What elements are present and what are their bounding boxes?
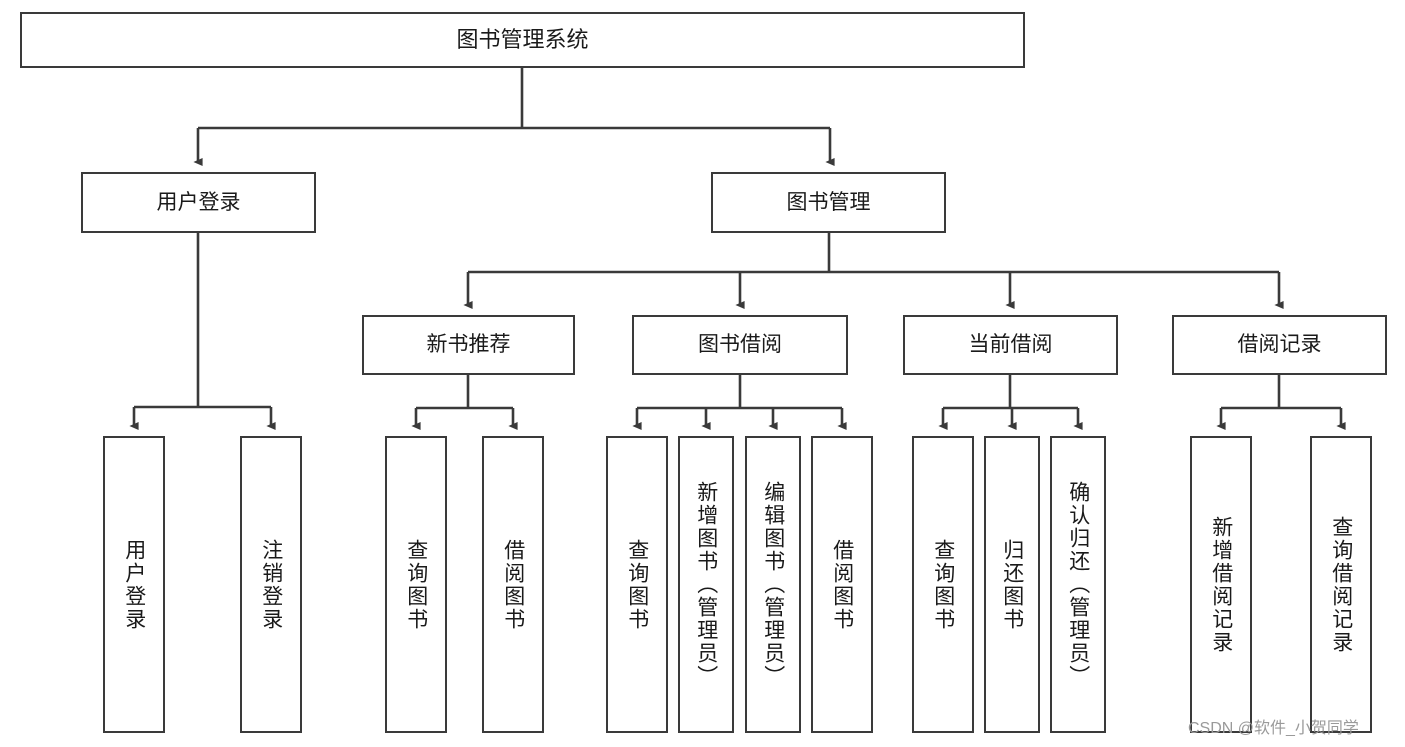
- node-leaf[interactable]: 新增图书（管理员）: [678, 436, 734, 733]
- node-level3[interactable]: 新书推荐: [362, 315, 575, 375]
- node-leaf[interactable]: 借阅图书: [811, 436, 873, 733]
- node-label: 编辑图书（管理员）: [761, 481, 785, 688]
- node-leaf[interactable]: 归还图书: [984, 436, 1040, 733]
- node-leaf[interactable]: 确认归还（管理员）: [1050, 436, 1106, 733]
- node-leaf[interactable]: 查询图书: [912, 436, 974, 733]
- node-label: 借阅图书: [501, 538, 525, 631]
- node-leaf[interactable]: 查询借阅记录: [1310, 436, 1372, 733]
- node-label: 查询借阅记录: [1329, 515, 1353, 654]
- node-leaf[interactable]: 借阅图书: [482, 436, 544, 733]
- node-leaf[interactable]: 新增借阅记录: [1190, 436, 1252, 733]
- node-label: 新增图书（管理员）: [694, 481, 718, 688]
- node-label: 用户登录: [122, 538, 146, 631]
- node-leaf[interactable]: 查询图书: [385, 436, 447, 733]
- node-level3[interactable]: 借阅记录: [1172, 315, 1387, 375]
- node-label: 用户登录: [156, 190, 241, 214]
- node-label: 借阅图书: [830, 538, 854, 631]
- node-level3[interactable]: 当前借阅: [903, 315, 1118, 375]
- node-label: 查询图书: [404, 538, 428, 631]
- node-leaf[interactable]: 查询图书: [606, 436, 668, 733]
- node-leaf[interactable]: 注销登录: [240, 436, 302, 733]
- node-leaf[interactable]: 编辑图书（管理员）: [745, 436, 801, 733]
- node-label: 新增借阅记录: [1209, 515, 1233, 654]
- node-root[interactable]: 图书管理系统: [20, 12, 1025, 68]
- node-label: 图书管理: [786, 190, 871, 214]
- node-label: 图书管理系统: [456, 26, 589, 52]
- node-label: 新书推荐: [426, 333, 511, 357]
- watermark: CSDN @软件_小贺同学: [1188, 720, 1359, 737]
- node-label: 当前借阅: [968, 333, 1053, 357]
- node-label: 查询图书: [931, 538, 955, 631]
- node-label: 确认归还（管理员）: [1066, 481, 1090, 688]
- node-label: 借阅记录: [1237, 333, 1322, 357]
- node-level3[interactable]: 图书借阅: [632, 315, 848, 375]
- node-leaf[interactable]: 用户登录: [103, 436, 165, 733]
- node-label: 查询图书: [625, 538, 649, 631]
- node-level2[interactable]: 用户登录: [81, 172, 316, 233]
- node-level2[interactable]: 图书管理: [711, 172, 946, 233]
- node-label: 注销登录: [259, 538, 283, 631]
- node-label: 图书借阅: [698, 333, 782, 357]
- node-label: 归还图书: [1000, 538, 1024, 631]
